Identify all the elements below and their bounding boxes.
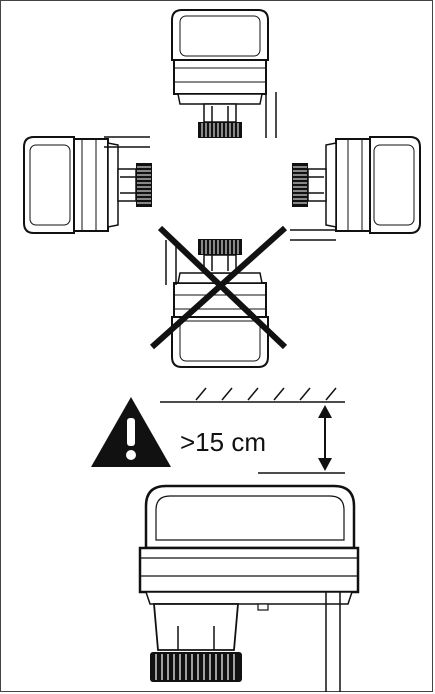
actuator-left — [23, 136, 153, 234]
actuator-right — [290, 136, 421, 241]
actuator-top — [171, 9, 277, 139]
actuator-upside-down — [165, 238, 269, 368]
clearance-label: >15 cm — [180, 427, 266, 457]
ceiling-hatch — [160, 387, 345, 403]
actuator-large — [138, 484, 360, 692]
clearance-arrow — [258, 405, 345, 474]
warning-triangle-icon — [91, 397, 171, 467]
cross-out-icon — [149, 225, 288, 350]
